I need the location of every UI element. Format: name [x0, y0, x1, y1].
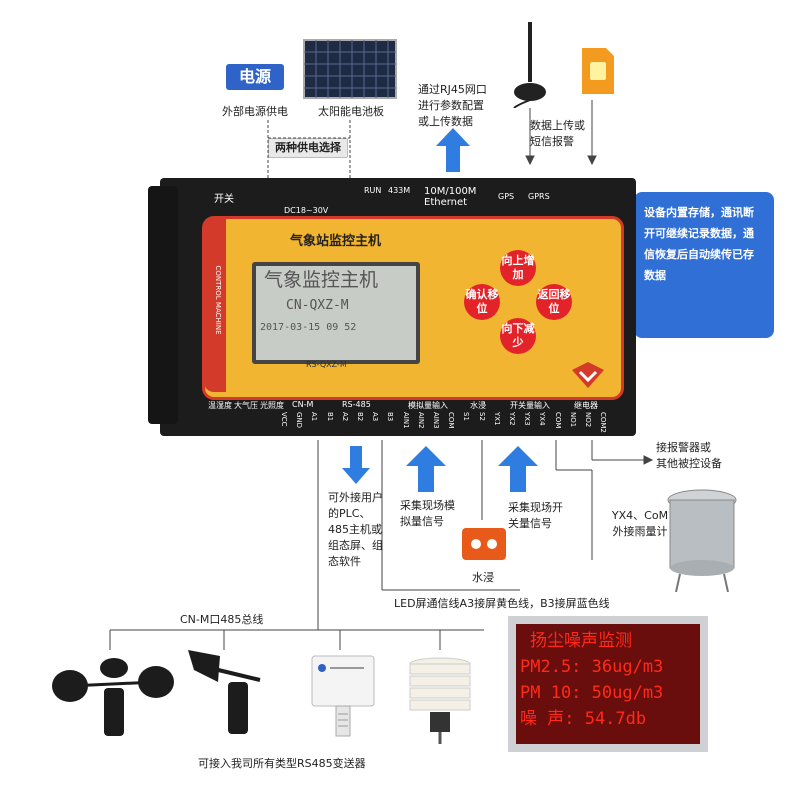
rain-gauge-icon — [667, 489, 737, 592]
led-row-4: 噪 声: 54.7db — [520, 709, 647, 729]
anemometer-icon — [52, 658, 174, 736]
terminal-group-label: RS-485 — [342, 400, 371, 409]
storage-callout: 设备内置存储，通讯断开可继续记录数据，通信恢复后自动续传已存数据 — [634, 192, 774, 338]
sim-card-icon — [582, 48, 614, 94]
solar-panel-icon — [303, 39, 397, 99]
lcd-line1: 气象监控主机 — [264, 269, 379, 291]
down-arrow-icon — [342, 446, 370, 484]
power-choice-badge: 两种供电选择 — [268, 138, 348, 158]
rs485-transmitter-icon — [311, 655, 375, 737]
lcd-model-label: RS-QXZ-M — [306, 360, 347, 369]
top-dc-label: DC18~30V — [284, 206, 329, 215]
device-title: 气象站监控主机 — [290, 234, 382, 249]
terminal-group-label: 水浸 — [470, 401, 486, 410]
water-sensor-label: 水浸 — [472, 571, 494, 584]
rs485-note: 可接入我司所有类型RS485变送器 — [198, 757, 366, 770]
upload-sms-note: 数据上传或 短信报警 — [530, 119, 585, 148]
wind-vane-icon — [188, 650, 261, 734]
led-row-3: PM 10: 50ug/m3 — [520, 683, 664, 703]
terminal-group-label: 光照度 — [260, 401, 284, 410]
external-power-label: 外部电源供电 — [222, 105, 288, 118]
led-row-1: 扬尘噪声监测 — [530, 631, 632, 651]
led-line-note: LED屏通信线A3接屏黄色线，B3接屏蓝色线 — [394, 597, 610, 610]
terminal-group-label: 大气压 — [234, 401, 258, 410]
rain-gauge-note: YX4、CoM 外接雨量计 — [611, 509, 669, 538]
up-arrow-icon — [436, 128, 470, 172]
power-title-badge: 电源 — [226, 64, 284, 90]
switch-note: 采集现场开 关量信号 — [508, 501, 563, 530]
btn-back[interactable]: 返回移位 — [536, 284, 572, 320]
top-run-label: RUN — [364, 186, 382, 195]
brand-logo-icon — [572, 362, 604, 388]
analog-up-arrow-icon — [406, 446, 446, 492]
device-left-block — [148, 186, 178, 424]
switch-up-arrow-icon — [498, 446, 538, 492]
led-display: 扬尘噪声监测 PM2.5: 36ug/m3 PM 10: 50ug/m3 噪 声… — [508, 616, 708, 752]
plc-note: 可外接用户的PLC、485主机或组态屏、组态软件 — [328, 491, 383, 568]
top-switch-label: 开关 — [214, 194, 234, 205]
alarm-note: 接报警器或 其他被控设备 — [656, 441, 722, 470]
terminal-group-label: CN-M — [292, 400, 314, 409]
top-gps-label: GPS — [498, 192, 515, 201]
rj45-note: 通过RJ45网口 进行参数配置 或上传数据 — [418, 83, 487, 128]
bus-label: CN-M口485总线 — [180, 613, 264, 626]
top-gprs-label: GPRS — [528, 192, 550, 201]
terminal-group-label: 继电器 — [574, 401, 598, 410]
analog-note: 采集现场模 拟量信号 — [400, 499, 455, 528]
terminal-group-label: 温湿度 — [208, 401, 232, 410]
device-side-strip — [204, 218, 226, 392]
btn-up[interactable]: 向上增加 — [500, 250, 536, 286]
antenna-icon — [513, 22, 546, 108]
btn-down[interactable]: 向下减少 — [500, 318, 536, 354]
water-sensor-icon — [462, 528, 506, 560]
lcd-line3: 2017-03-15 09 52 — [260, 322, 357, 333]
solar-panel-label: 太阳能电池板 — [318, 105, 384, 118]
lcd-screen: 气象监控主机 CN-QXZ-M 2017-03-15 09 52 — [252, 262, 420, 364]
top-433-label: 433M — [388, 186, 411, 195]
btn-confirm[interactable]: 确认移位 — [464, 284, 500, 320]
lcd-line2: CN-QXZ-M — [286, 298, 349, 313]
terminal-group-label: 模拟量输入 — [408, 401, 448, 410]
led-row-2: PM2.5: 36ug/m3 — [520, 657, 664, 677]
louver-box-icon — [409, 657, 471, 744]
top-ethernet-label: 10M/100M Ethernet — [424, 186, 477, 208]
terminal-group-label: 开关量输入 — [510, 401, 550, 410]
